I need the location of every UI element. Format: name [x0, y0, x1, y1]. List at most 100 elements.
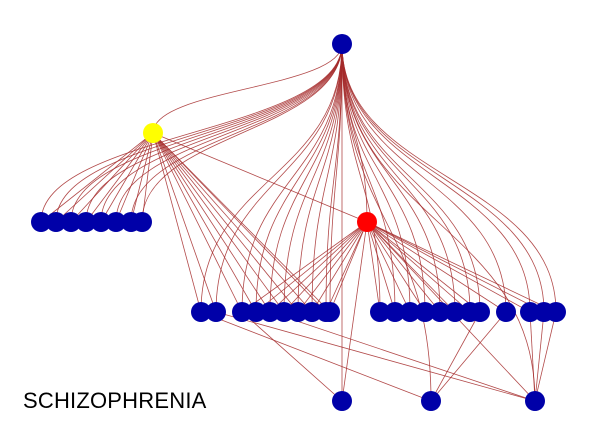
graph-edge — [329, 221, 368, 313]
graph-edge — [297, 221, 368, 313]
node-leaves — [332, 391, 352, 411]
graph-edge — [100, 43, 343, 223]
node-row2-cluster-c — [445, 302, 465, 322]
graph-edge — [215, 43, 343, 313]
diagram-title: SCHIZOPHRENIA — [23, 388, 207, 413]
graph-edge — [341, 43, 432, 402]
graph-edge — [366, 221, 531, 313]
node-row2-cluster-b — [260, 302, 280, 322]
graph-edge — [200, 43, 343, 313]
graph-edge — [366, 221, 507, 313]
node-row2-cluster-c — [430, 302, 450, 322]
node-row2-cluster-c — [470, 302, 490, 322]
node-hub-red — [357, 212, 377, 232]
graph-edge — [152, 43, 343, 134]
node-row2-cluster-b — [320, 302, 340, 322]
graph-edge — [341, 43, 368, 223]
graph-edge — [341, 43, 531, 313]
graph-edge — [269, 221, 368, 313]
graph-edge — [341, 43, 381, 313]
graph-edge — [341, 43, 545, 313]
graph-edge — [430, 311, 481, 402]
node-row2-cluster-a — [206, 302, 226, 322]
graph-edge — [269, 311, 536, 402]
graph-edge — [283, 221, 368, 313]
graph-edge — [366, 221, 411, 313]
graph-edge — [40, 132, 154, 223]
graph-edge — [366, 221, 426, 313]
node-row2-cluster-d — [520, 302, 540, 322]
graph-edge — [152, 132, 313, 313]
node-row2-cluster-b — [246, 302, 266, 322]
graph-edge — [152, 132, 202, 313]
graph-edge — [325, 221, 368, 313]
node-row1-cluster — [76, 212, 96, 232]
graph-edge — [366, 221, 441, 313]
node-row1-cluster — [31, 212, 51, 232]
graph-edge — [241, 221, 368, 313]
graph-edge — [115, 43, 343, 223]
graph-edge — [341, 221, 368, 402]
graph-edge — [341, 43, 536, 402]
graph-edge — [152, 132, 257, 313]
node-row2-cluster-b — [302, 302, 322, 322]
graph-edge — [152, 132, 331, 313]
graph-edge — [130, 132, 154, 223]
graph-edge — [100, 132, 154, 223]
graph-edge — [341, 43, 456, 313]
node-row2-cluster-a — [191, 302, 211, 322]
graph-edge — [215, 311, 536, 402]
node-row1-cluster — [106, 212, 126, 232]
graph-edge — [152, 132, 368, 223]
graph-edge — [341, 43, 481, 313]
graph-edge — [152, 132, 217, 313]
graph-edge — [55, 43, 343, 223]
node-row1-cluster — [46, 212, 66, 232]
graph-edge — [152, 132, 243, 313]
graph-edge — [70, 43, 343, 223]
graph-edge — [269, 43, 343, 313]
graph-edge — [152, 132, 299, 313]
graph-edge — [341, 43, 507, 313]
edge-layer — [40, 43, 557, 402]
graph-edge — [341, 43, 411, 313]
graph-edge — [366, 221, 396, 313]
graph-edge — [366, 221, 545, 313]
graph-edge — [329, 43, 343, 313]
graph-edge — [152, 132, 285, 313]
graph-edge — [283, 43, 343, 313]
graph-edge — [241, 311, 343, 402]
graph-edge — [241, 43, 343, 313]
graph-edge — [130, 43, 343, 223]
graph-edge — [534, 311, 545, 402]
graph-edge — [341, 43, 426, 313]
graph-edge — [366, 221, 381, 313]
node-leaves — [525, 391, 545, 411]
graph-edge — [311, 43, 343, 313]
graph-edge — [255, 221, 368, 313]
node-row2-cluster-c — [370, 302, 390, 322]
node-row2-cluster-c — [400, 302, 420, 322]
node-root — [332, 34, 352, 54]
graph-edge — [141, 132, 154, 223]
node-row1-cluster — [132, 212, 152, 232]
graph-edge — [341, 43, 557, 313]
graph-edge — [70, 132, 154, 223]
node-row2-cluster-b — [274, 302, 294, 322]
graph-edge — [366, 221, 557, 313]
graph-edge — [85, 132, 154, 223]
graph-edge — [529, 311, 536, 402]
graph-edge — [200, 311, 432, 402]
node-row2-cluster-d — [546, 302, 566, 322]
graph-edge — [40, 43, 343, 223]
node-row2-cluster-b — [288, 302, 308, 322]
node-hub-yellow — [143, 123, 163, 143]
graph-edge — [366, 221, 471, 313]
graph-edge — [297, 43, 343, 313]
graph-edge — [366, 221, 456, 313]
node-row1-cluster — [91, 212, 111, 232]
graph-edge — [85, 43, 343, 223]
graph-edge — [141, 43, 343, 223]
graph-edge — [534, 311, 557, 402]
